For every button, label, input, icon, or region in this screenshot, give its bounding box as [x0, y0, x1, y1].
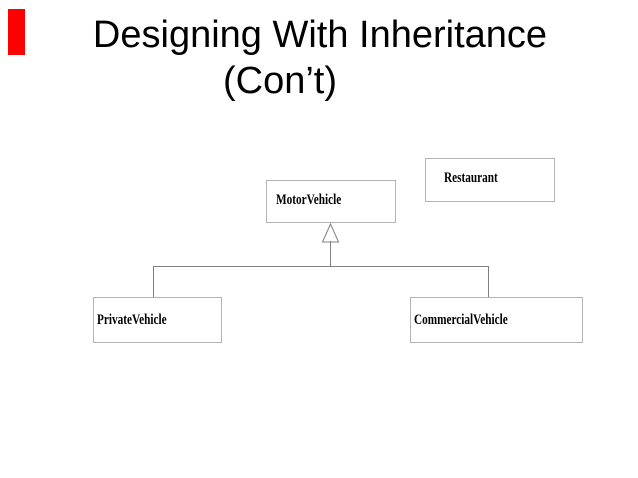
connector-horizontal-rail: [153, 266, 489, 267]
accent-bar: [8, 9, 25, 55]
inheritance-arrow-icon: [321, 223, 340, 243]
class-box-motor-vehicle: MotorVehicle: [266, 180, 396, 223]
class-label-private-vehicle: PrivateVehicle: [97, 311, 167, 328]
slide-title-line2: (Con’t): [222, 60, 338, 102]
connector-drop-right: [488, 266, 489, 297]
class-label-motor-vehicle: MotorVehicle: [276, 191, 342, 208]
class-box-private-vehicle: PrivateVehicle: [93, 297, 222, 343]
class-box-restaurant: Restaurant: [425, 158, 555, 202]
connector-stem: [330, 241, 331, 266]
class-label-commercial-vehicle: CommercialVehicle: [414, 311, 508, 328]
class-box-commercial-vehicle: CommercialVehicle: [410, 297, 583, 343]
slide-title-line1: Designing With Inheritance: [92, 14, 548, 56]
class-label-restaurant: Restaurant: [444, 170, 498, 186]
connector-drop-left: [153, 266, 154, 297]
